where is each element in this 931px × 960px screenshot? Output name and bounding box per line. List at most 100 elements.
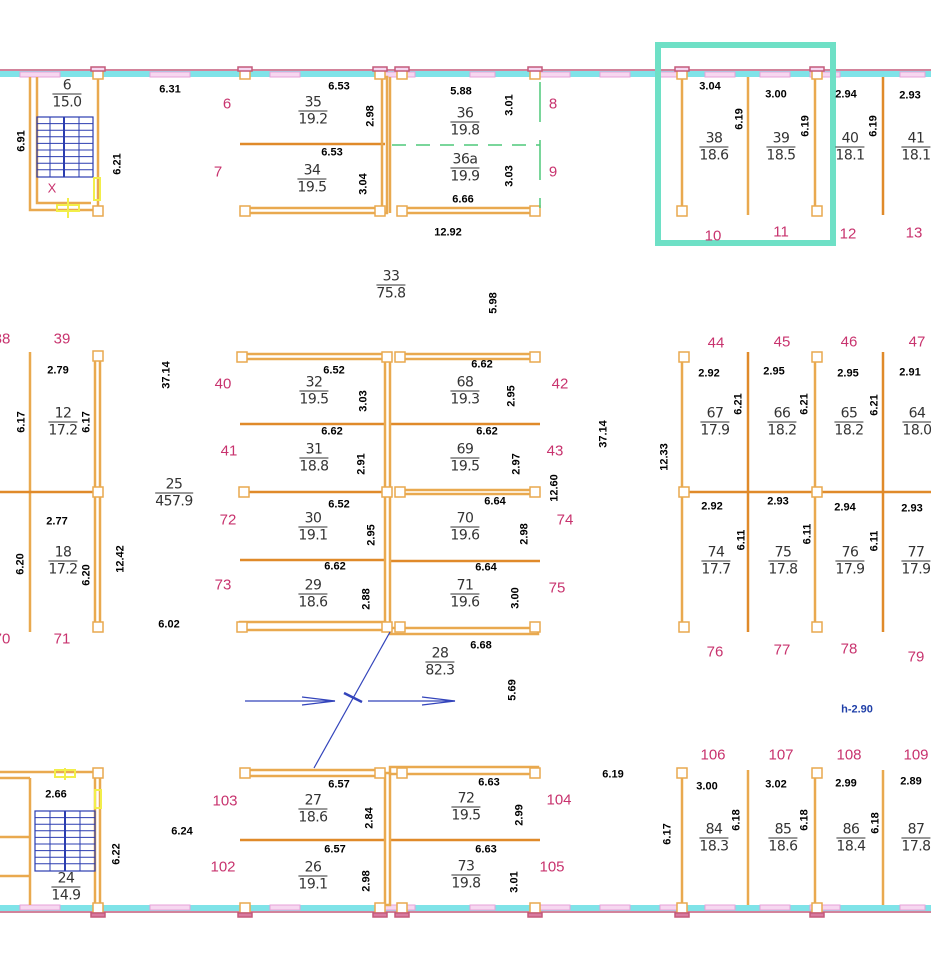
window-pane	[539, 904, 571, 911]
axis-label: 38	[0, 330, 11, 348]
dimension: 3.00	[765, 88, 787, 101]
dimension: 12.33	[658, 443, 671, 471]
column	[239, 767, 251, 779]
axis-label: 79	[907, 648, 925, 666]
room-number: 12	[48, 407, 78, 423]
dimension: 5.98	[487, 292, 500, 314]
dimension: 3.00	[509, 587, 522, 609]
wall	[388, 626, 540, 636]
dimension: 2.89	[900, 775, 922, 788]
room-area: 18.8	[299, 458, 329, 475]
wall	[242, 206, 384, 215]
dimension: 2.98	[518, 523, 531, 545]
room-area: 19.3	[450, 391, 480, 408]
column	[381, 351, 393, 363]
axis-label: 74	[556, 511, 574, 529]
dimension: 2.95	[763, 365, 785, 378]
room-number: 27	[298, 794, 328, 810]
room-area: 17.8	[901, 838, 931, 855]
dimension: 6.31	[159, 83, 181, 96]
dimension: 6.64	[475, 561, 497, 574]
axis-label: 77	[773, 641, 791, 659]
dimension: 6.53	[328, 80, 350, 93]
room-number: 76	[835, 546, 865, 562]
column-cap	[674, 66, 690, 72]
dimension: 37.14	[597, 420, 610, 448]
column	[678, 351, 690, 363]
room-area: 17.2	[48, 561, 78, 578]
column	[811, 902, 823, 914]
dimension: 6.63	[478, 776, 500, 789]
room-number: 64	[902, 407, 931, 423]
room-area: 75.8	[376, 285, 406, 302]
wall	[238, 352, 387, 361]
room-number: 25	[155, 478, 193, 494]
window-pane	[809, 71, 841, 78]
column	[238, 486, 250, 498]
window-pane	[899, 904, 926, 911]
axis-label: 39	[53, 330, 71, 348]
dimension: 2.93	[899, 89, 921, 102]
room-area: 18.2	[834, 422, 864, 439]
dimension: 6.57	[324, 843, 346, 856]
axis-label: 73	[214, 576, 232, 594]
dimension: 6.21	[798, 393, 811, 415]
axis-label: 44	[707, 334, 725, 352]
column	[381, 621, 393, 633]
room-area: 19.2	[298, 111, 328, 128]
stair-mark: X	[47, 180, 57, 196]
dimension: 3.00	[696, 780, 718, 793]
dimension: 6.66	[452, 193, 474, 206]
axis-label: 47	[908, 333, 926, 351]
dimension: 6.52	[323, 364, 345, 377]
column	[374, 902, 386, 914]
wall	[383, 771, 392, 907]
axis-label: 42	[551, 375, 569, 393]
selected-room-highlight[interactable]	[655, 42, 836, 246]
axis-label: 103	[212, 792, 238, 810]
dimension: 6.17	[80, 411, 93, 433]
dimension: 6.11	[868, 530, 881, 552]
room-number: 69	[450, 443, 480, 459]
room-number: 67	[700, 407, 730, 423]
